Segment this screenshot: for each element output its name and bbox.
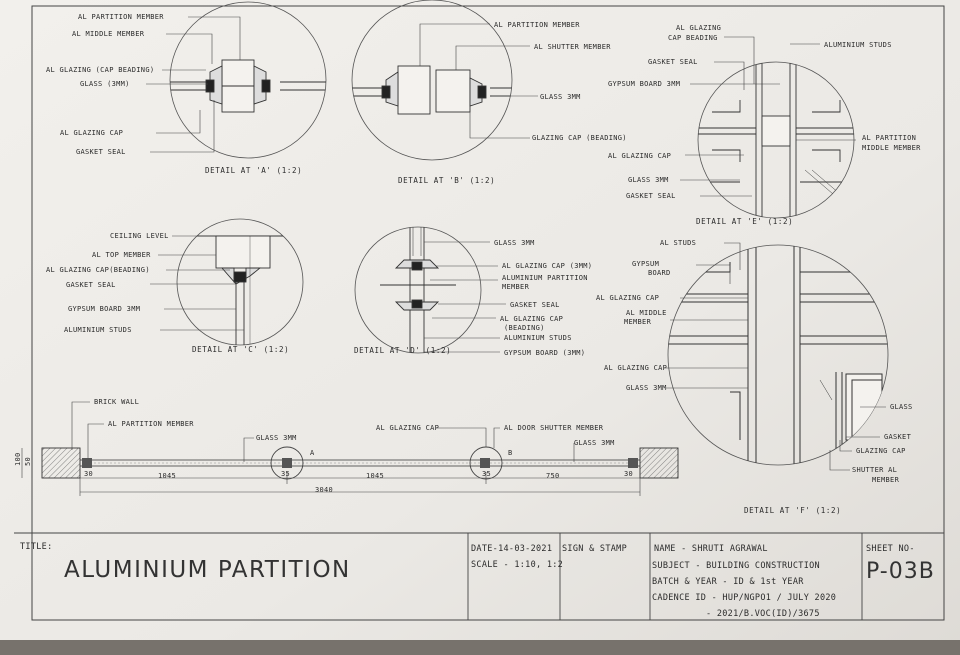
label-p-mark-a: A [310, 449, 315, 457]
sheet-no-label: SHEET NO- [866, 544, 915, 554]
label-a-glass: GLASS (3MM) [80, 80, 130, 88]
label-f-gasket: GASKET [884, 433, 912, 441]
label-d-partition-member-2: MEMBER [502, 283, 530, 291]
subject-text: SUBJECT - BUILDING CONSTRUCTION [652, 561, 820, 571]
label-a-partition-member: AL PARTITION MEMBER [78, 13, 164, 21]
label-d-glazing-cap-beading-1: AL GLAZING CAP [500, 315, 563, 323]
dim-1: 1045 [158, 472, 176, 480]
title-block-text: TITLE: ALUMINIUM PARTITION DATE-14-03-20… [20, 542, 935, 619]
label-d-gypsum-board: GYPSUM BOARD (3MM) [504, 349, 585, 357]
label-e-glazing-cap-beading-1: AL GLAZING [676, 24, 721, 32]
label-e-partition-middle-1: AL PARTITION [862, 134, 916, 142]
label-f-middle-member-1: AL MIDDLE [626, 309, 667, 317]
label-c-gypsum-board: GYPSUM BOARD 3MM [68, 305, 140, 313]
label-f-glass-right: GLASS [890, 403, 913, 411]
label-f-glazing-cap-right: GLAZING CAP [856, 447, 906, 455]
title-block [467, 533, 863, 620]
detail-labels: AL PARTITION MEMBER AL MIDDLE MEMBER AL … [46, 13, 921, 515]
label-c-aluminium-studs: ALUMINIUM STUDS [64, 326, 132, 334]
label-a-glazing-cap-beading: AL GLAZING (CAP BEADING) [46, 66, 154, 74]
label-p-glass-2: GLASS 3MM [574, 439, 615, 447]
label-b-shutter-member: AL SHUTTER MEMBER [534, 43, 611, 51]
label-e-gypsum-board: GYPSUM BOARD 3MM [608, 80, 680, 88]
dim-mid-2: 35 [482, 470, 491, 478]
label-f-middle-member-2: MEMBER [624, 318, 652, 326]
label-p-door-shutter: AL DOOR SHUTTER MEMBER [504, 424, 604, 432]
label-f-gypsum-board-2: BOARD [648, 269, 671, 277]
label-p-brick-wall: BRICK WALL [94, 398, 139, 406]
label-c-gasket-seal: GASKET SEAL [66, 281, 116, 289]
leader-lines [71, 16, 886, 471]
label-d-gasket-seal: GASKET SEAL [510, 301, 560, 309]
label-d-partition-member-1: ALUMINIUM PARTITION [502, 274, 588, 282]
detail-d [354, 226, 482, 354]
label-c-glazing-cap-beading: AL GLAZING CAP(BEADING) [46, 266, 150, 274]
date-text: DATE-14-03-2021 [471, 544, 552, 554]
label-c-ceiling-level: CEILING LEVEL [110, 232, 169, 240]
label-d-glazing-cap-beading-2: (BEADING) [504, 324, 545, 332]
cadence-text: CADENCE ID - HUP/NGPO1 / JULY 2020 [652, 593, 836, 603]
label-p-mark-b: B [508, 449, 513, 457]
label-d-aluminium-studs: ALUMINIUM STUDS [504, 334, 572, 342]
detail-b [351, 0, 513, 161]
label-f-shutter-member-1: SHUTTER AL [852, 466, 897, 474]
caption-detail-d: DETAIL AT 'D' (1:2) [354, 346, 451, 355]
partition-plan [21, 446, 679, 496]
dim-total: 3040 [315, 486, 333, 494]
label-f-gypsum-board-1: GYPSUM [632, 260, 659, 268]
sheet-number: P-03B [866, 559, 935, 584]
name-text: NAME - SHRUTI AGRAWAL [654, 544, 768, 554]
label-p-partition-member: AL PARTITION MEMBER [108, 420, 194, 428]
batch-text: BATCH & YEAR - ID & 1st YEAR [652, 577, 804, 587]
label-b-glass: GLASS 3MM [540, 93, 581, 101]
label-f-glass: GLASS 3MM [626, 384, 667, 392]
label-f-al-studs: AL STUDS [660, 239, 696, 247]
label-c-top-member: AL TOP MEMBER [92, 251, 151, 259]
label-p-glass: GLASS 3MM [256, 434, 297, 442]
label-e-glass: GLASS 3MM [628, 176, 669, 184]
caption-detail-e: DETAIL AT 'E' (1:2) [696, 217, 793, 226]
caption-detail-a: DETAIL AT 'A' (1:2) [205, 166, 302, 175]
label-f-shutter-member-2: MEMBER [872, 476, 900, 484]
label-e-glazing-cap: AL GLAZING CAP [608, 152, 671, 160]
label-d-glass: GLASS 3MM [494, 239, 535, 247]
dim-2: 1045 [366, 472, 384, 480]
scale-text: SCALE - 1:10, 1:2 [471, 560, 563, 570]
label-e-partition-middle-2: MIDDLE MEMBER [862, 144, 921, 152]
drawing-title: ALUMINIUM PARTITION [64, 557, 351, 583]
label-p-glazing-cap: AL GLAZING CAP [376, 424, 439, 432]
label-e-gasket-seal: GASKET SEAL [648, 58, 698, 66]
detail-a [169, 1, 327, 159]
label-e-aluminium-studs: ALUMINIUM STUDS [824, 41, 892, 49]
title-label: TITLE: [20, 542, 53, 552]
dim-end-2: 30 [624, 470, 633, 478]
label-b-glazing-cap: GLAZING CAP (BEADING) [532, 134, 627, 142]
sheet-border [31, 5, 945, 621]
label-e-glazing-cap-beading-2: CAP BEADING [668, 34, 718, 42]
caption-detail-f: DETAIL AT 'F' (1:2) [744, 506, 841, 515]
dim-end-1: 30 [84, 470, 93, 478]
dim-3: 750 [546, 472, 560, 480]
label-b-partition-member: AL PARTITION MEMBER [494, 21, 580, 29]
label-a-gasket-seal: GASKET SEAL [76, 148, 126, 156]
label-f-glazing-cap-2: AL GLAZING CAP [604, 364, 667, 372]
sign-stamp-label: SIGN & STAMP [562, 544, 627, 554]
dim-mid-1: 35 [281, 470, 290, 478]
label-e-gasket-seal-2: GASKET SEAL [626, 192, 676, 200]
label-d-glazing-cap: AL GLAZING CAP (3MM) [502, 262, 592, 270]
label-f-glazing-cap: AL GLAZING CAP [596, 294, 659, 302]
caption-detail-b: DETAIL AT 'B' (1:2) [398, 176, 495, 185]
roll-text: - 2021/B.VOC(ID)/3675 [706, 609, 820, 619]
plan-dimensions: 1045 1045 750 3040 30 35 35 30 100 50 [14, 452, 633, 494]
caption-detail-c: DETAIL AT 'C' (1:2) [192, 345, 289, 354]
dim-small-2: 50 [24, 457, 32, 466]
dim-small-1: 100 [14, 452, 22, 466]
label-a-glazing-cap: AL GLAZING CAP [60, 129, 123, 137]
label-a-middle-member: AL MIDDLE MEMBER [72, 30, 145, 38]
